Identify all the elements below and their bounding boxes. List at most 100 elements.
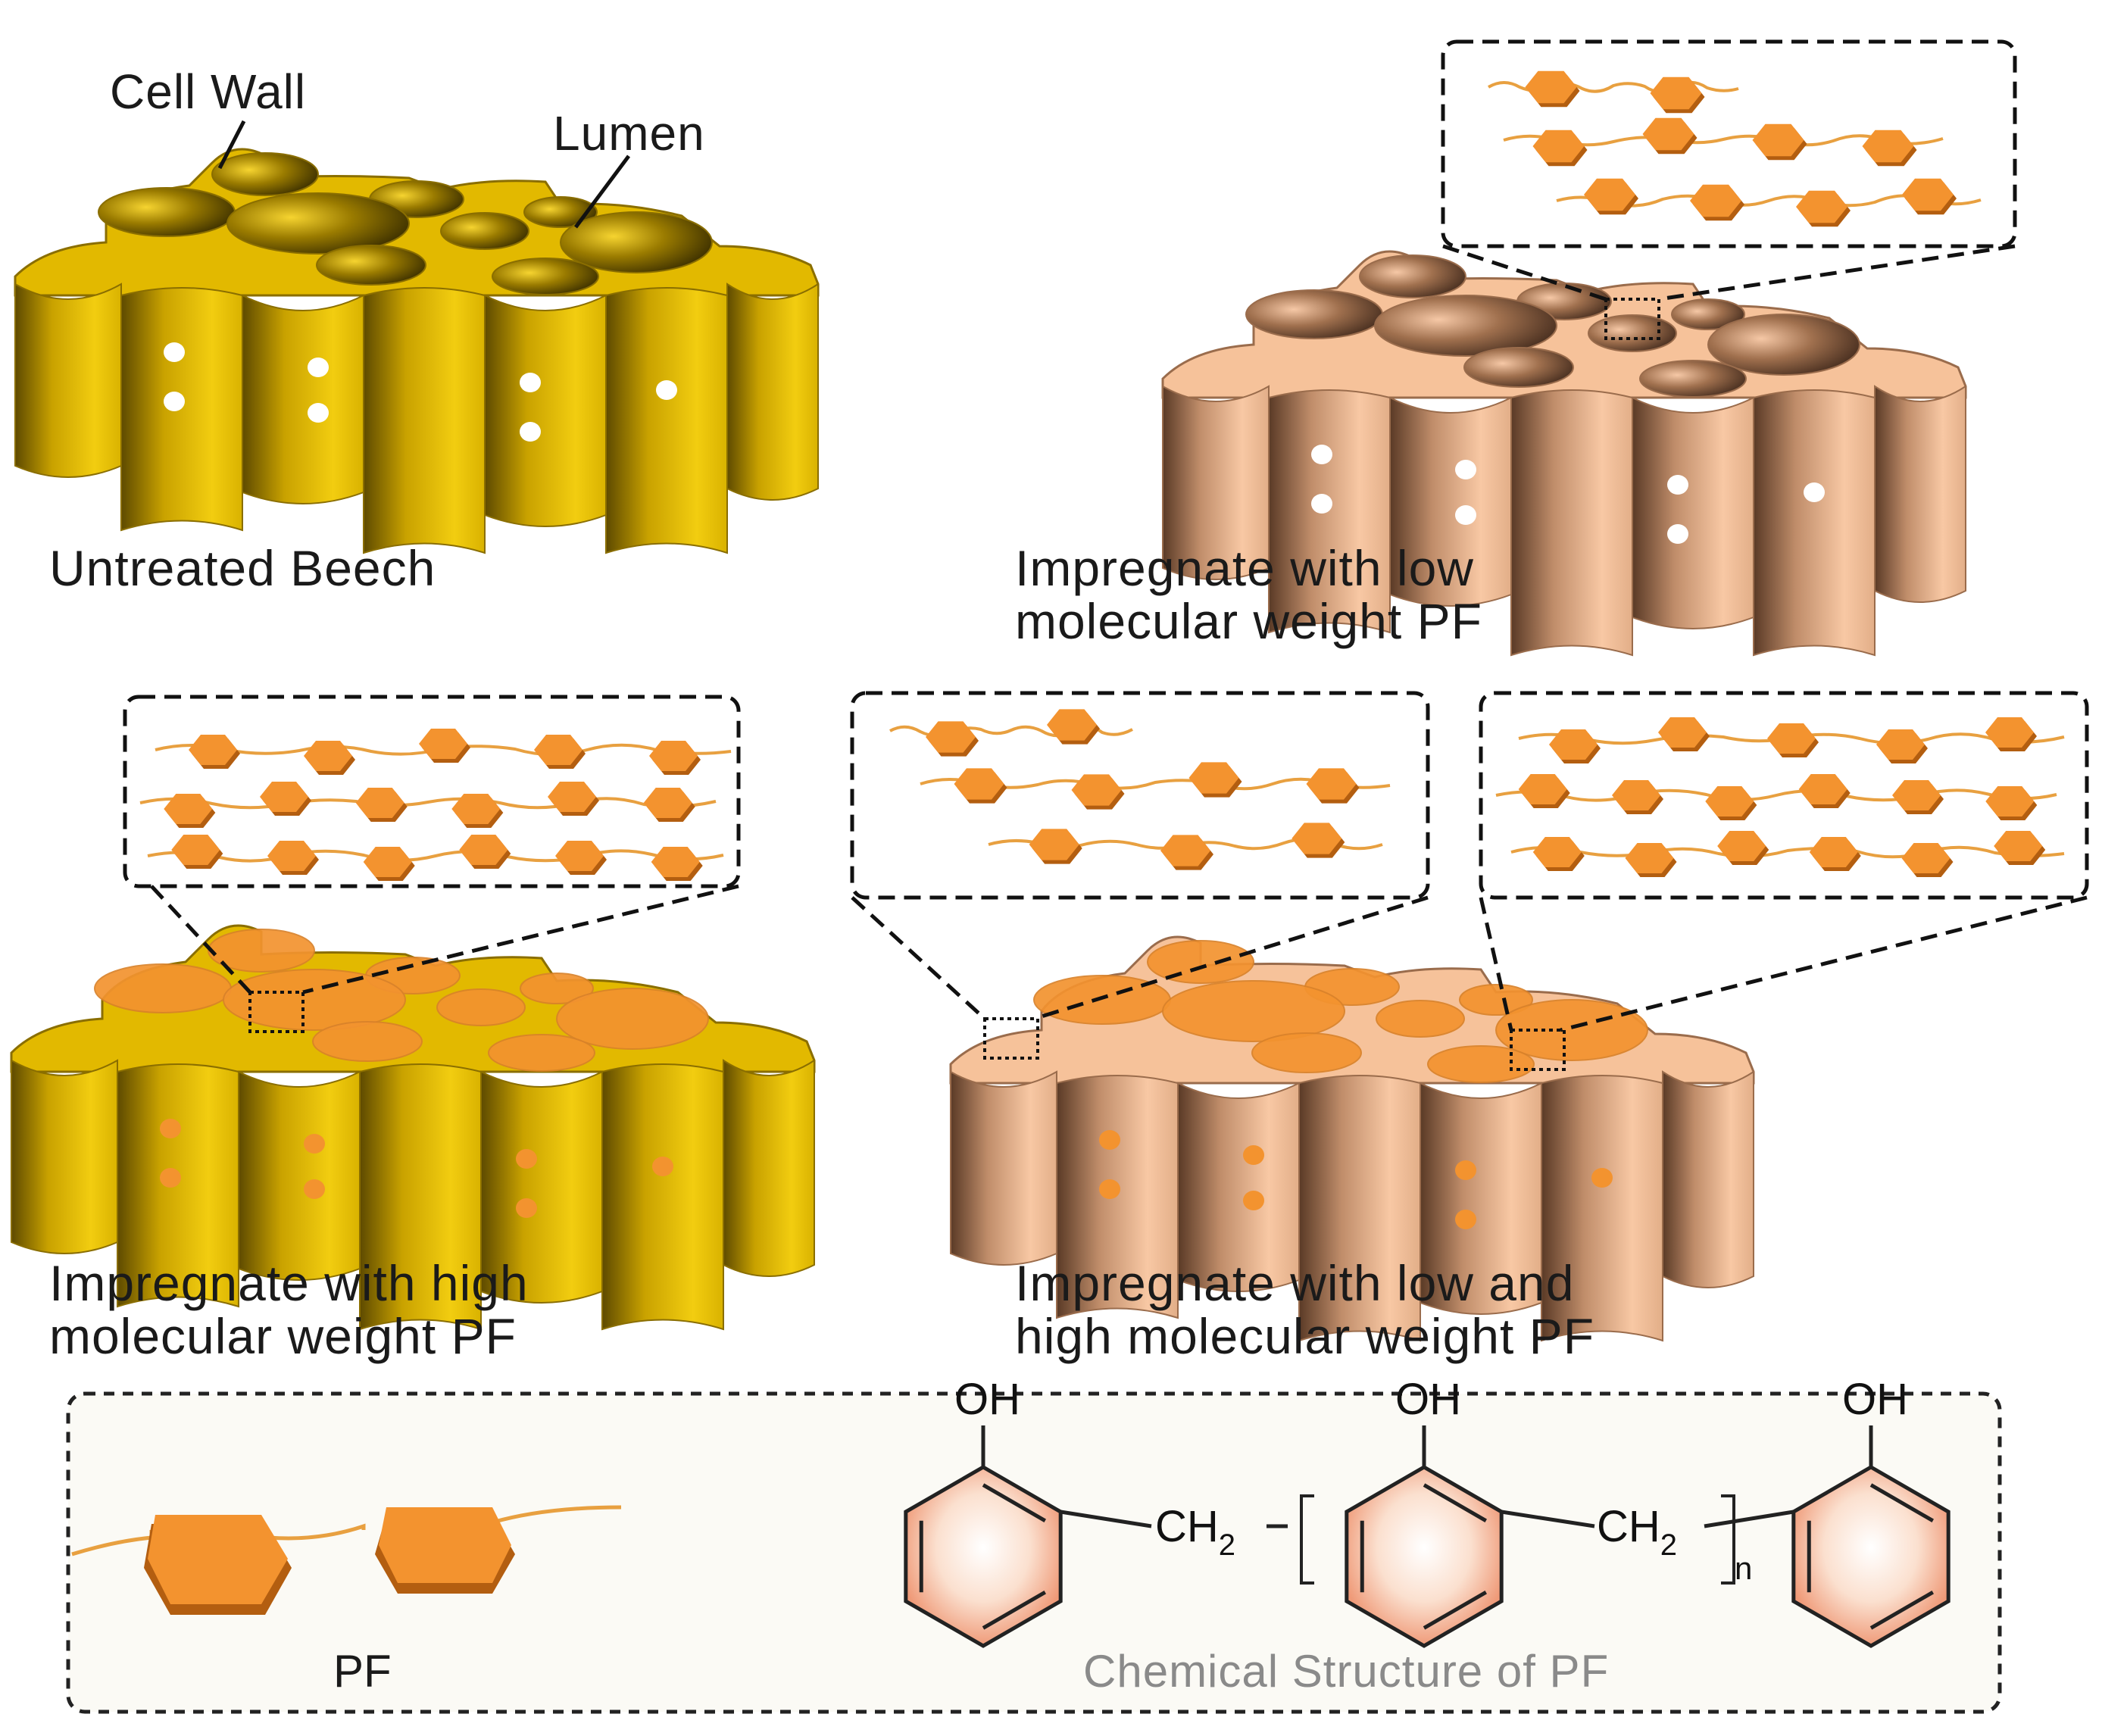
hydroxyl-label: OH	[1842, 1375, 1908, 1424]
pf-chain	[920, 762, 1391, 810]
pf-ring	[1532, 837, 1582, 867]
lumen-opening	[226, 192, 410, 254]
repeat-bracket-right	[1721, 1494, 1735, 1585]
pf-ring	[1188, 762, 1239, 794]
filled-lumen	[488, 1034, 595, 1072]
pf-ring	[1892, 780, 1941, 810]
pf-chain	[988, 823, 1383, 870]
low-mw-treated-block	[1161, 250, 1967, 657]
pf-ring	[1809, 837, 1858, 867]
pf-ring	[1584, 178, 1635, 211]
high-mw-treated-block	[10, 924, 816, 1331]
filled-lumen	[312, 1021, 423, 1062]
untreated-caption: Untreated Beech	[49, 540, 436, 596]
pf-ring	[164, 794, 213, 824]
pit-dot	[1311, 494, 1332, 514]
lumen-opening	[1374, 295, 1557, 357]
cell-wall-column	[1753, 389, 1876, 657]
cell-wall-column	[1510, 389, 1633, 657]
lumen-opening	[1639, 360, 1747, 398]
lumen-opening	[98, 187, 236, 237]
lumen-opening	[492, 258, 599, 295]
pit-dot	[1455, 1210, 1476, 1229]
cell-wall-column	[1874, 385, 1966, 603]
low-high-mw-caption: Impregnate with low and high molecular w…	[1015, 1255, 1595, 1364]
pf-ring	[1071, 774, 1122, 806]
lumen-label: Lumen	[553, 106, 705, 161]
pit-dot	[1243, 1191, 1264, 1210]
pf-ring	[954, 768, 1004, 800]
pit-dot	[160, 1119, 181, 1138]
pf-ring	[1306, 768, 1357, 800]
pf-ring	[1767, 723, 1816, 754]
zoom-region-marker	[983, 1017, 1039, 1060]
pf-ring	[267, 841, 316, 871]
pf-ring	[1160, 835, 1210, 866]
cell-wall-label: Cell Wall	[110, 64, 307, 119]
low-mw-caption: Impregnate with low molecular weight PF	[1015, 540, 1482, 649]
pit-dot	[1243, 1145, 1264, 1165]
pf-ring	[1901, 843, 1951, 873]
pf-ring	[651, 847, 700, 877]
zoom-region-marker	[1604, 298, 1660, 340]
cell-wall-column	[14, 283, 122, 478]
pf-ring	[1650, 76, 1702, 110]
cell-wall-column	[120, 287, 243, 532]
lumen-opening	[560, 211, 713, 273]
pit-dot	[1804, 482, 1825, 502]
cell-wall-column	[726, 283, 819, 501]
zoom-region-marker	[1510, 1029, 1566, 1071]
pf-ring	[1625, 843, 1674, 873]
zoom-inset	[850, 691, 1430, 1021]
lumen-opening	[523, 196, 598, 228]
filled-lumen	[208, 929, 315, 973]
pf-ring	[363, 847, 412, 877]
lumen-opening	[1707, 314, 1860, 376]
pf-ring	[260, 782, 308, 812]
pf-ring	[1717, 831, 1766, 861]
pf-ring	[1029, 829, 1079, 860]
cell-wall-column	[950, 1070, 1057, 1266]
pf-ring	[1532, 130, 1585, 163]
pf-chain	[139, 782, 717, 828]
pf-ring	[1291, 823, 1342, 854]
pf-chain	[1503, 117, 1944, 167]
pf-chain	[1495, 774, 2057, 820]
pit-dot	[1591, 1168, 1613, 1188]
filled-lumen	[436, 988, 526, 1026]
filled-lumen	[1459, 984, 1533, 1016]
cell-wall-column	[723, 1059, 815, 1277]
pf-ring	[304, 741, 352, 771]
cell-wall-column	[484, 294, 607, 527]
pf-chain	[1556, 178, 1982, 227]
hydroxyl-label: OH	[1395, 1375, 1461, 1424]
pit-dot	[164, 342, 185, 362]
pit-dot	[1455, 460, 1476, 479]
filled-lumen	[520, 973, 594, 1004]
pit-dot	[520, 373, 541, 392]
pit-dot	[308, 403, 329, 423]
cell-wall-column	[363, 287, 486, 554]
pit-dot	[1099, 1179, 1120, 1199]
pit-dot	[520, 422, 541, 442]
pf-ring	[171, 835, 220, 865]
lumen-opening	[440, 212, 529, 250]
pf-ring	[1985, 717, 2034, 748]
cell-wall-column	[238, 1070, 361, 1281]
filled-lumen	[223, 969, 406, 1031]
pit-dot	[1311, 445, 1332, 464]
cell-wall-column	[605, 287, 728, 554]
lumen-opening	[316, 245, 426, 286]
pf-ring	[534, 735, 583, 765]
cell-wall-column	[1268, 389, 1391, 634]
high-mw-caption: Impregnate with high molecular weight PF	[49, 1255, 529, 1364]
pf-chain	[1510, 831, 2065, 877]
structure-caption: Chemical Structure of PF	[1083, 1646, 1610, 1697]
pf-ring	[355, 788, 404, 818]
filled-lumen	[1376, 1000, 1465, 1038]
cell-wall-column	[359, 1063, 482, 1331]
molecular-zoom-insets	[123, 39, 2089, 1071]
filled-lumen	[94, 963, 232, 1013]
pf-ring	[1518, 774, 1567, 804]
low-high-mw-treated-block	[949, 935, 1755, 1342]
